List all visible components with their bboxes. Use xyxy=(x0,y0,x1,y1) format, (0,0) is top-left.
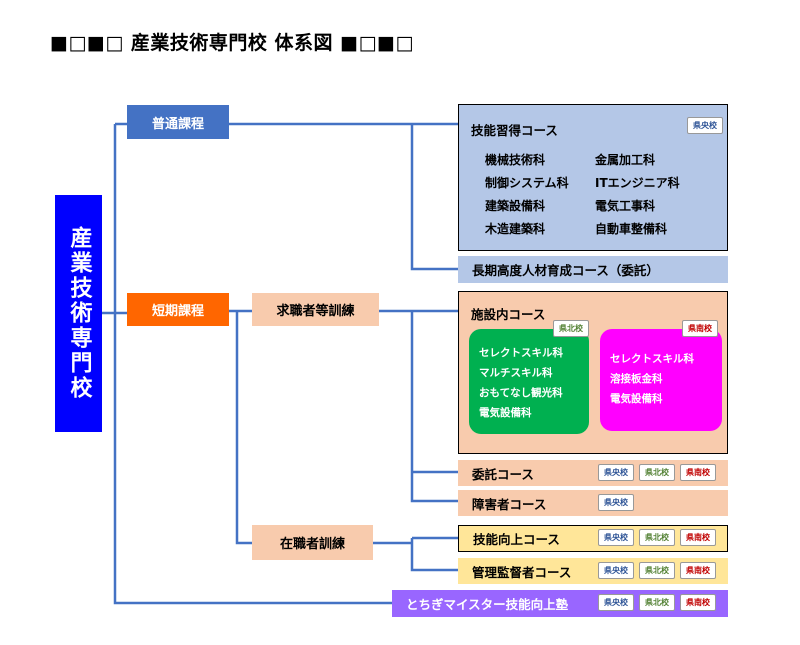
central-school-badge: 県央校 xyxy=(598,464,634,481)
general-course-label: 普通課程 xyxy=(127,105,229,139)
jobseeker-training-label: 求職者等訓練 xyxy=(252,293,379,326)
department-item: 電気設備科 xyxy=(479,407,532,419)
south-school-departments: セレクトスキル科 溶接板金科 電気設備科 xyxy=(600,329,722,431)
department-item: 電気工事科 xyxy=(595,199,656,213)
supervisor-course-label: 管理監督者コース xyxy=(472,564,572,580)
department-item: 建築設備科 xyxy=(485,199,546,213)
department-item: 溶接板金科 xyxy=(610,373,663,385)
central-school-badge: 県央校 xyxy=(598,562,634,579)
department-item: おもてなし観光科 xyxy=(479,387,563,399)
skill-course-panel: 技能習得コース 県央校 機械技術科 金属加工科 制御システム科 ITエンジニア科… xyxy=(458,104,728,251)
school-box: 産業技術専門校 xyxy=(55,195,102,432)
department-item: 金属加工科 xyxy=(595,153,656,167)
upgrade-course-row: 技能向上コース 県央校 県北校 県南校 xyxy=(458,525,728,552)
south-school-badge: 県南校 xyxy=(680,594,716,611)
disabled-course-label: 障害者コース xyxy=(472,496,547,512)
south-school-badge: 県南校 xyxy=(680,562,716,579)
meister-course-label: とちぎマイスター技能向上塾 xyxy=(406,597,569,612)
entrusted-course-label: 委託コース xyxy=(472,466,534,482)
north-school-badge: 県北校 xyxy=(639,464,675,481)
department-item: セレクトスキル科 xyxy=(610,353,694,365)
department-item: セレクトスキル科 xyxy=(479,347,563,359)
employed-training-label: 在職者訓練 xyxy=(252,525,373,560)
central-school-badge: 県央校 xyxy=(687,117,723,134)
central-school-badge: 県央校 xyxy=(598,594,634,611)
central-school-badge: 県央校 xyxy=(598,529,634,546)
upgrade-course-label: 技能向上コース xyxy=(473,532,560,547)
south-school-badge: 県南校 xyxy=(682,320,718,337)
south-school-badge: 県南校 xyxy=(680,529,716,546)
long-term-course-row: 長期高度人材育成コース（委託） xyxy=(458,256,728,283)
department-item: 電気設備科 xyxy=(610,393,663,405)
department-item: 木造建築科 xyxy=(485,222,546,236)
department-item: 機械技術科 xyxy=(485,153,546,167)
north-school-badge: 県北校 xyxy=(639,562,675,579)
skill-course-title: 技能習得コース xyxy=(471,123,558,138)
north-school-badge: 県北校 xyxy=(553,320,589,337)
department-item: 自動車整備科 xyxy=(595,222,668,236)
supervisor-course-row: 管理監督者コース 県央校 県北校 県南校 xyxy=(458,558,728,584)
entrusted-course-row: 委託コース 県央校 県北校 県南校 xyxy=(458,460,728,486)
department-list: 機械技術科 金属加工科 制御システム科 ITエンジニア科 建築設備科 電気工事科… xyxy=(485,151,705,237)
facility-course-title: 施設内コース xyxy=(471,307,546,322)
disabled-course-row: 障害者コース 県央校 xyxy=(458,490,728,516)
north-school-badge: 県北校 xyxy=(639,594,675,611)
short-course-label: 短期課程 xyxy=(127,293,229,326)
central-school-badge: 県央校 xyxy=(598,494,634,511)
meister-course-row: とちぎマイスター技能向上塾 県央校 県北校 県南校 xyxy=(392,590,728,617)
department-item: 制御システム科 xyxy=(485,176,569,190)
department-item: マルチスキル科 xyxy=(479,367,553,379)
facility-course-panel: 施設内コース セレクトスキル科 マルチスキル科 おもてなし観光科 電気設備科 県… xyxy=(458,291,728,454)
north-school-departments: セレクトスキル科 マルチスキル科 おもてなし観光科 電気設備科 xyxy=(469,329,589,434)
page-title: ■□■□ 産業技術専門校 体系図 ■□■□ xyxy=(50,32,414,54)
north-school-badge: 県北校 xyxy=(639,529,675,546)
department-item: ITエンジニア科 xyxy=(595,176,680,190)
south-school-badge: 県南校 xyxy=(680,464,716,481)
